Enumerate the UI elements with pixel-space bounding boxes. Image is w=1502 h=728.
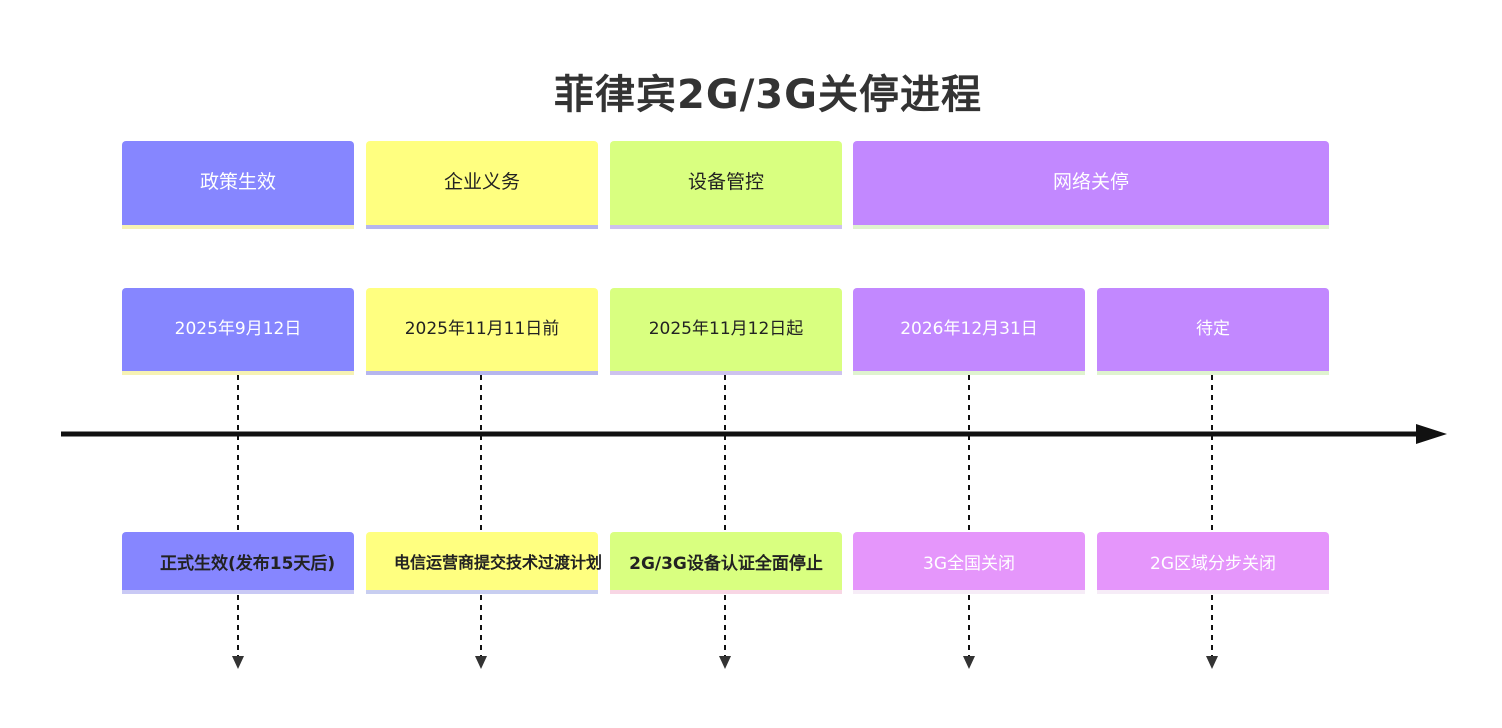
phase-label: 政策生效: [199, 170, 276, 193]
connector-arrowhead-5: [1206, 656, 1218, 669]
phase-box-device: 设备管控: [610, 141, 842, 229]
date-label: 2026年12月31日: [900, 319, 1038, 339]
phase-label: 企业义务: [443, 170, 520, 193]
phase-box-policy: 政策生效: [122, 141, 354, 229]
event-label: 3G全国关闭: [923, 553, 1015, 574]
date-label: 2025年11月11日前: [404, 319, 560, 339]
phase-label: 网络关停: [1052, 170, 1129, 193]
connector-arrowhead-3: [719, 656, 731, 669]
date-box-3: 2025年11月12日起: [610, 288, 842, 375]
event-label: 电信运营商提交技术过渡计划: [393, 553, 602, 572]
event-box-1: 正式生效(发布15天后): [122, 532, 354, 594]
date-label: 待定: [1196, 319, 1230, 339]
connector-arrowhead-1: [232, 656, 244, 669]
page-title: 菲律宾2G/3G关停进程: [554, 72, 982, 118]
event-label: 正式生效(发布15天后): [160, 553, 336, 574]
date-box-1: 2025年9月12日: [122, 288, 354, 375]
event-box-4: 3G全国关闭: [853, 532, 1085, 594]
phase-label: 设备管控: [687, 170, 764, 193]
phase-box-network: 网络关停: [853, 141, 1329, 229]
event-box-3: 2G/3G设备认证全面停止: [610, 532, 842, 594]
phase-box-enterprise: 企业义务: [366, 141, 598, 229]
event-label: 2G区域分步关闭: [1150, 553, 1276, 574]
connector-arrowhead-4: [963, 656, 975, 669]
date-box-2: 2025年11月11日前: [366, 288, 598, 375]
timeline-arrowhead: [1416, 424, 1447, 444]
event-label: 2G/3G设备认证全面停止: [629, 553, 823, 574]
date-box-5: 待定: [1097, 288, 1329, 375]
event-box-5: 2G区域分步关闭: [1097, 532, 1329, 594]
date-label: 2025年9月12日: [174, 319, 302, 339]
event-box-2: 电信运营商提交技术过渡计划: [366, 532, 602, 594]
date-label: 2025年11月12日起: [648, 319, 804, 339]
date-box-4: 2026年12月31日: [853, 288, 1085, 375]
connector-arrowhead-2: [475, 656, 487, 669]
